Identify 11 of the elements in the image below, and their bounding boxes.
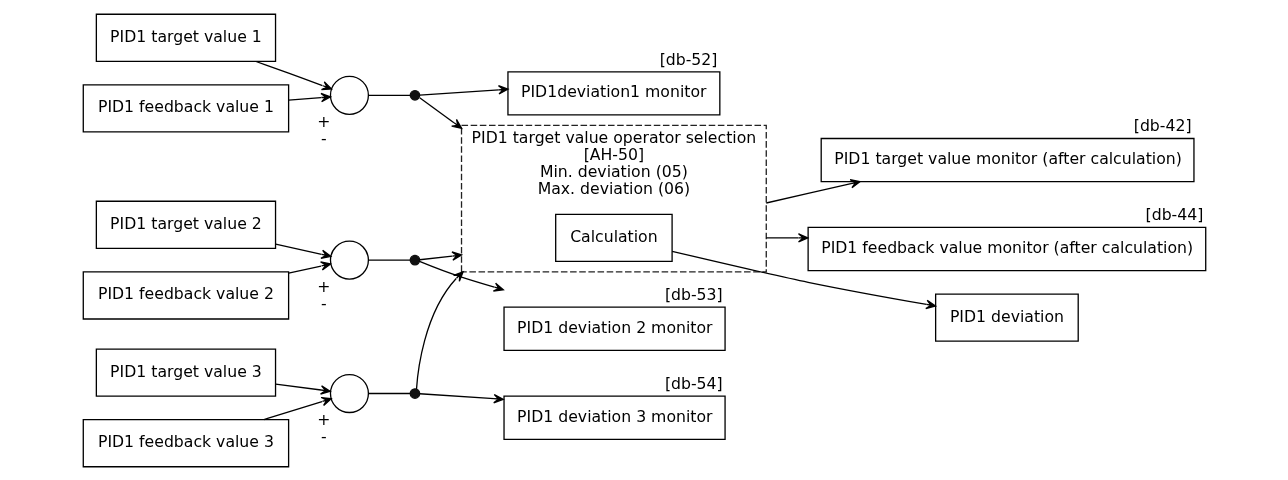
node-label: + (316, 111, 331, 131)
node-label: + (316, 276, 331, 296)
node-label: [db-44] (1145, 204, 1203, 224)
node-label: [db-42] (1133, 115, 1192, 135)
node-label: - (320, 293, 327, 313)
node-label: + (316, 409, 331, 429)
node-label: [db-53] (664, 284, 723, 304)
node-label: [db-52] (659, 49, 717, 69)
node-label: - (320, 426, 327, 446)
node-label: [db-54] (664, 373, 723, 393)
node-label: - (320, 128, 327, 148)
